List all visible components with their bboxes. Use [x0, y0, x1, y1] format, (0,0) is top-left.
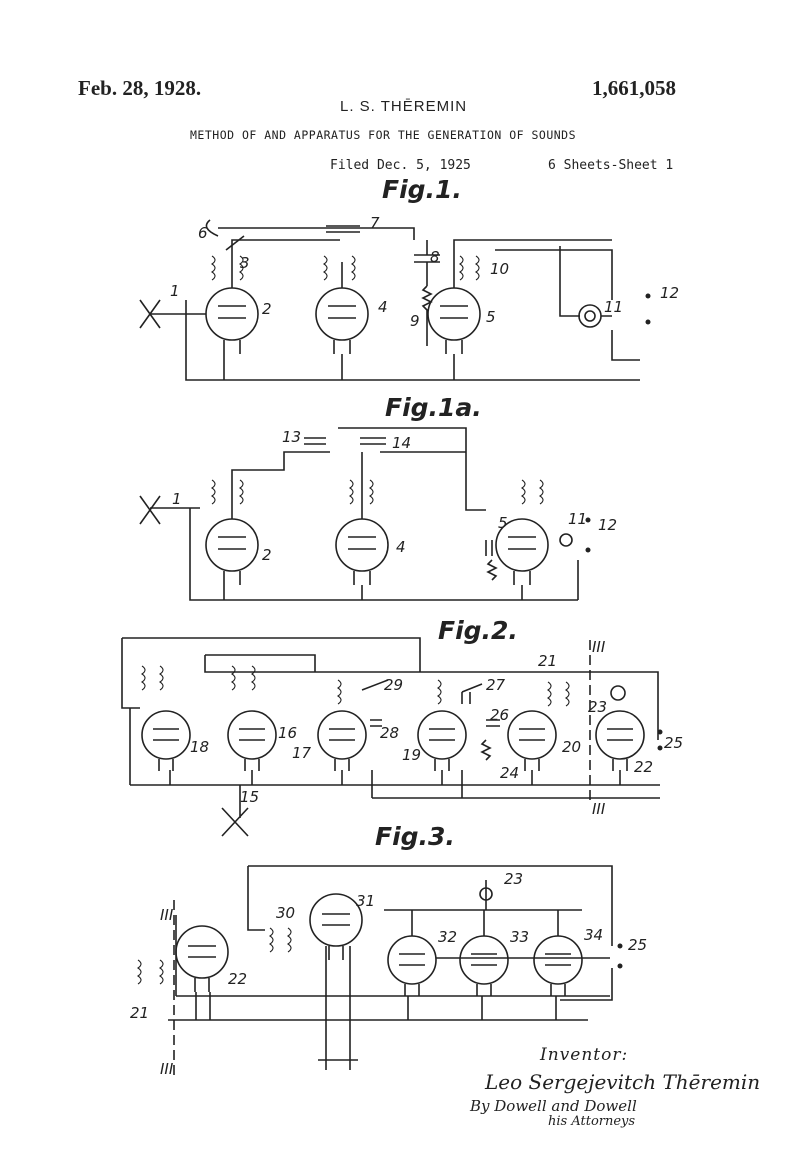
ref-11: 11 [568, 510, 587, 528]
ref-13: 13 [282, 428, 301, 446]
speaker-telephone-icon [479, 887, 493, 901]
vacuum-tube [533, 935, 583, 996]
vacuum-tube [507, 710, 557, 771]
ref-25: 25 [664, 734, 683, 752]
section-mark-bottom: III [592, 800, 606, 818]
figure-2-circuit: 15 16 17 18 19 20 21 22 23 24 25 26 27 2… [121, 637, 683, 837]
figure-1a-circuit: 1 2 4 5 11 12 13 14 [139, 427, 617, 601]
section-mark-bottom: III [160, 1060, 174, 1078]
ref-26: 26 [490, 706, 509, 724]
ref-2: 2 [262, 546, 272, 564]
vacuum-tube [227, 710, 277, 771]
vacuum-tube [315, 287, 369, 354]
ref-31: 31 [356, 892, 375, 910]
ref-23: 23 [504, 870, 523, 888]
ref-2: 2 [262, 300, 272, 318]
ref-23: 23 [588, 698, 607, 716]
fig1-label: Fig.1. [382, 175, 462, 204]
ref-30: 30 [276, 904, 295, 922]
figure-3-circuit: 21 22 30 31 32 33 34 25 23 III III [130, 865, 647, 1080]
ref-18: 18 [190, 738, 209, 756]
vacuum-tube [309, 893, 363, 960]
ref-5: 5 [498, 514, 508, 532]
ref-12: 12 [660, 284, 679, 302]
ref-3: 3 [240, 254, 250, 272]
vacuum-tube [495, 518, 549, 585]
inventor-heading: Inventor: [540, 1045, 629, 1065]
ref-33: 33 [510, 928, 529, 946]
ref-24: 24 [500, 764, 519, 782]
vacuum-tube [459, 935, 509, 996]
vacuum-tube [427, 287, 481, 354]
ref-17: 17 [292, 744, 312, 762]
sheet-info: 6 Sheets-Sheet 1 [548, 158, 674, 173]
inventor-signature: Leo Sergejevitch Thēremin [485, 1070, 761, 1094]
ref-27: 27 [486, 676, 506, 694]
figure-1-circuit: 1 2 3 4 5 6 7 8 9 10 11 12 [139, 214, 679, 381]
ref-16: 16 [278, 724, 297, 742]
ref-21: 21 [538, 652, 557, 670]
ref-9: 9 [410, 312, 420, 330]
section-mark-top: III [592, 638, 606, 656]
ref-5: 5 [486, 308, 496, 326]
ref-4: 4 [378, 298, 388, 316]
ref-15: 15 [240, 788, 259, 806]
vacuum-tube [595, 710, 645, 771]
ref-21: 21 [130, 1004, 149, 1022]
speaker-telephone-icon [610, 685, 626, 701]
vacuum-tube [141, 710, 191, 771]
ref-11: 11 [604, 298, 623, 316]
ref-20: 20 [562, 738, 581, 756]
ref-22: 22 [634, 758, 653, 776]
ref-1: 1 [172, 490, 182, 508]
attorney-signature: By Dowell and Dowell [470, 1097, 637, 1115]
ref-10: 10 [490, 260, 509, 278]
ref-19: 19 [402, 746, 421, 764]
section-mark-top: III [160, 906, 174, 924]
ref-7: 7 [370, 214, 380, 232]
speaker-telephone-icon [578, 304, 602, 328]
ref-28: 28 [380, 724, 399, 742]
ref-25: 25 [628, 936, 647, 954]
vacuum-tube [335, 518, 389, 585]
ref-12: 12 [598, 516, 617, 534]
vacuum-tube [205, 518, 259, 585]
vacuum-tube [205, 287, 259, 354]
ref-4: 4 [396, 538, 406, 556]
patent-title: METHOD OF AND APPARATUS FOR THE GENERATI… [190, 128, 577, 142]
patent-number: 1,661,058 [592, 76, 676, 100]
ref-6: 6 [198, 224, 208, 242]
ref-8: 8 [430, 248, 440, 266]
attorneys-caption: his Attorneys [548, 1114, 636, 1129]
vacuum-tube [417, 710, 467, 771]
vacuum-tube [387, 935, 437, 996]
patent-date: Feb. 28, 1928. [78, 76, 202, 100]
ref-1: 1 [170, 282, 180, 300]
ref-29: 29 [384, 676, 403, 694]
fig2-label: Fig.2. [438, 616, 518, 645]
ref-32: 32 [438, 928, 457, 946]
speaker-telephone-icon [559, 533, 573, 547]
fig1a-label: Fig.1a. [385, 393, 482, 422]
ref-34: 34 [584, 926, 603, 944]
ref-22: 22 [228, 970, 247, 988]
inventor-name: L. S. THĒREMIN [340, 98, 468, 115]
ref-14: 14 [392, 434, 411, 452]
filed-date: Filed Dec. 5, 1925 [330, 158, 471, 173]
vacuum-tube [317, 710, 367, 771]
fig3-label: Fig.3. [375, 822, 455, 851]
vacuum-tube [175, 925, 229, 992]
